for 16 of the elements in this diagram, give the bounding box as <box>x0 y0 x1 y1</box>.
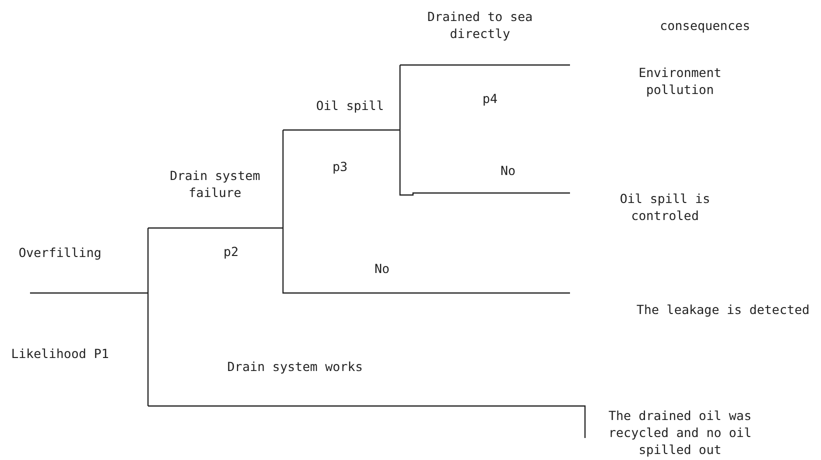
branch-label: Drained to sea directly <box>426 8 534 42</box>
consequence-label: Oil spill is controled <box>618 190 712 224</box>
probability-label: p4 <box>481 90 499 107</box>
probability-label: Likelihood P1 <box>10 345 110 362</box>
consequence-label: The leakage is detected <box>635 301 811 318</box>
consequence-label: The drained oil was recycled and no oil spilled out <box>608 407 752 458</box>
probability-label: p2 <box>222 243 240 260</box>
branch-label: No <box>499 162 517 179</box>
initiating-event-label: Overfilling <box>18 244 102 261</box>
probability-label: p3 <box>331 158 349 175</box>
branch-label: Oil spill <box>315 97 385 114</box>
branch-label: No <box>373 260 391 277</box>
column-heading: consequences <box>658 17 752 34</box>
branch-label: Drain system failure <box>168 167 262 201</box>
consequence-label: Environment pollution <box>638 64 722 98</box>
branch-label: Drain system works <box>226 358 364 375</box>
